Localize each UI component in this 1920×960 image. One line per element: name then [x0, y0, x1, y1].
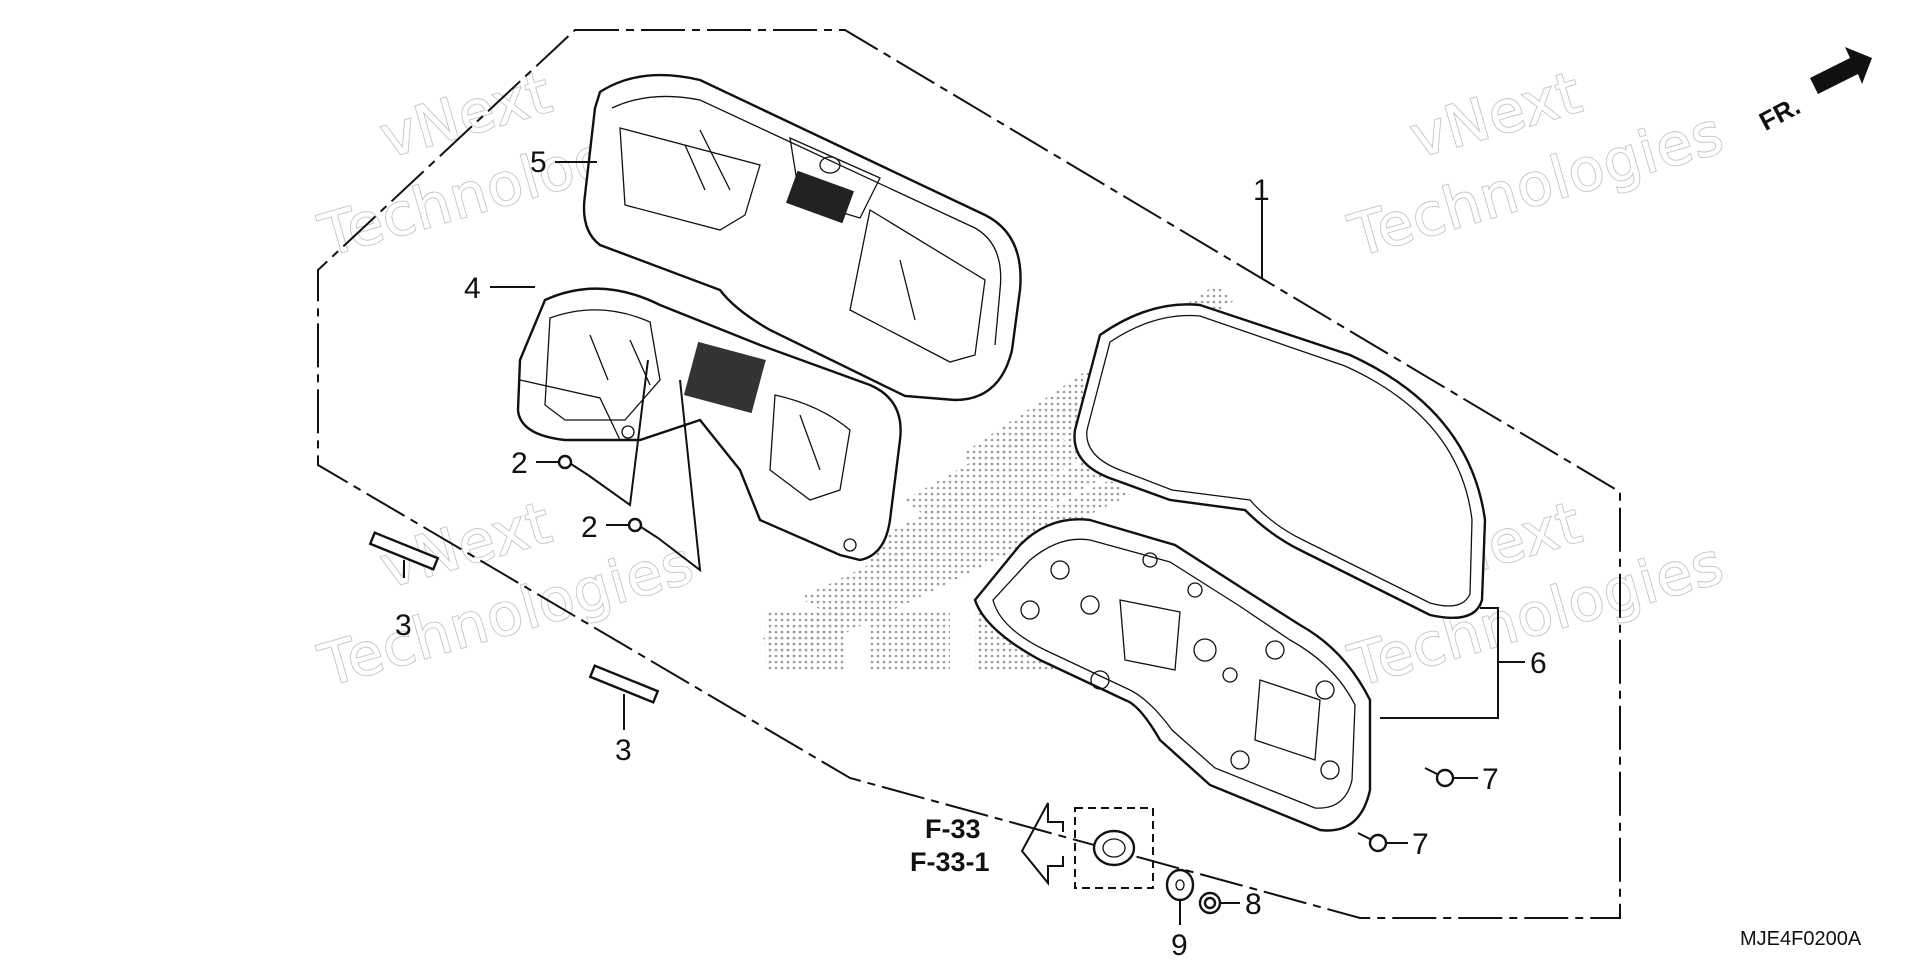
screw-upper — [557, 454, 589, 476]
callout-2-upper: 2 — [511, 447, 528, 480]
screw-8 — [1198, 891, 1222, 915]
strip-lower — [588, 664, 660, 704]
callout-2-lower: 2 — [581, 511, 598, 544]
callout-4: 4 — [464, 272, 481, 305]
meter-unit — [516, 287, 902, 562]
gasket — [1073, 303, 1487, 619]
meter-visor — [582, 73, 1022, 402]
reference-label-f33-1: F-33-1 — [910, 847, 990, 877]
callout-7-lower: 7 — [1412, 828, 1429, 861]
callout-1: 1 — [1253, 174, 1270, 207]
callout-3-upper: 3 — [395, 609, 412, 642]
watermark-2: vNext Technologies — [1341, 57, 1732, 271]
screw-7-lower — [1357, 832, 1388, 853]
washer-9 — [1165, 868, 1195, 902]
screw-lower — [627, 517, 659, 539]
screw-7-upper — [1424, 767, 1455, 788]
leader-lines — [403, 161, 1525, 925]
front-direction-arrow-icon — [1810, 47, 1872, 94]
callout-7-upper: 7 — [1482, 763, 1499, 796]
assembly-boundary — [317, 29, 1621, 919]
callout-8: 8 — [1245, 888, 1262, 921]
meter-case — [973, 518, 1372, 832]
callout-5: 5 — [530, 146, 547, 179]
callout-3-lower: 3 — [615, 734, 632, 767]
front-direction-label: FR. — [1754, 91, 1805, 137]
watermark-3: vNext Technologies — [311, 487, 702, 701]
gasket-inner — [1086, 314, 1473, 607]
strip-upper — [368, 531, 440, 571]
reference-arrow-icon — [1020, 802, 1064, 886]
callout-9: 9 — [1171, 929, 1188, 960]
diagram-code: MJE4F0200A — [1740, 928, 1862, 950]
callout-6: 6 — [1530, 647, 1547, 680]
reference-label-f33: F-33 — [925, 814, 981, 844]
grommet-reference-box — [1074, 807, 1154, 889]
